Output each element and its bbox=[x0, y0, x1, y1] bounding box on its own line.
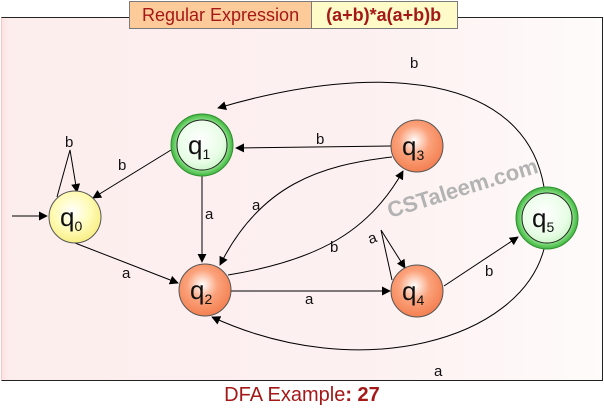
edge-q3-q2 bbox=[219, 156, 393, 266]
caption-prefix: DFA Example bbox=[224, 384, 346, 406]
state-q0: q0 bbox=[48, 190, 102, 244]
edge-q0-q0 bbox=[56, 149, 81, 198]
edge-label-q0-q2: a bbox=[122, 265, 131, 282]
state-q4-name: q bbox=[402, 276, 416, 306]
edge-q3-q1 bbox=[235, 143, 392, 153]
svg-text:q1: q1 bbox=[188, 130, 210, 162]
edge-label-q1-q2: a bbox=[205, 206, 214, 223]
regex-label: Regular Expression bbox=[130, 2, 313, 28]
state-q1: q1 bbox=[170, 113, 234, 177]
state-q0-sub: 0 bbox=[74, 218, 82, 234]
edge-label-q4-q5: b bbox=[485, 263, 493, 280]
state-q2-name: q bbox=[190, 275, 204, 305]
edge-label-q5-q1: b bbox=[410, 55, 418, 72]
edge-q1-q0 bbox=[92, 149, 172, 199]
edge-q0-q2 bbox=[74, 242, 179, 285]
edge-label-q4-q4: a bbox=[366, 229, 380, 248]
diagram-panel bbox=[1, 17, 603, 381]
edge-label-q2-q3: b bbox=[330, 239, 338, 256]
svg-text:q4: q4 bbox=[402, 276, 424, 308]
state-q2-sub: 2 bbox=[204, 291, 212, 307]
state-q1-name: q bbox=[188, 130, 202, 160]
edge-label-q3-q1: b bbox=[316, 131, 324, 148]
regex-header: Regular Expression (a+b)*a(a+b)b bbox=[129, 1, 459, 29]
edge-q4-q5 bbox=[443, 236, 519, 287]
state-q5-sub: 5 bbox=[546, 219, 554, 235]
state-q2: q2 bbox=[178, 263, 232, 317]
caption-number: : 27 bbox=[345, 384, 380, 406]
state-q3-name: q bbox=[402, 131, 416, 161]
state-q5: q5 bbox=[515, 186, 579, 250]
edge-q5-q2 bbox=[211, 248, 545, 351]
svg-text:q2: q2 bbox=[190, 275, 212, 307]
edge-label-q2-q4: a bbox=[305, 291, 314, 308]
edge-q4-q4 bbox=[380, 229, 406, 281]
state-q3-sub: 3 bbox=[416, 147, 424, 163]
edge-label-q0-q0: b bbox=[65, 134, 73, 151]
state-q3: q3 bbox=[390, 119, 444, 173]
edge-label-q5-q2: a bbox=[434, 363, 443, 380]
edge-label-q1-q0: b bbox=[118, 157, 126, 174]
state-q1-sub: 1 bbox=[202, 146, 210, 162]
svg-text:q5: q5 bbox=[532, 203, 554, 235]
edge-q5-q1 bbox=[217, 81, 545, 188]
caption: DFA Example: 27 bbox=[0, 384, 604, 407]
edge-label-q3-q2: a bbox=[252, 197, 261, 214]
state-q0-name: q bbox=[60, 202, 74, 232]
edge-q2-q3 bbox=[227, 170, 404, 276]
regex-expression: (a+b)*a(a+b)b bbox=[312, 2, 458, 28]
svg-text:q3: q3 bbox=[402, 131, 424, 163]
svg-text:q0: q0 bbox=[60, 202, 82, 234]
state-q4-sub: 4 bbox=[416, 292, 424, 308]
state-q5-name: q bbox=[532, 203, 546, 233]
state-q4: q4 bbox=[390, 264, 444, 318]
